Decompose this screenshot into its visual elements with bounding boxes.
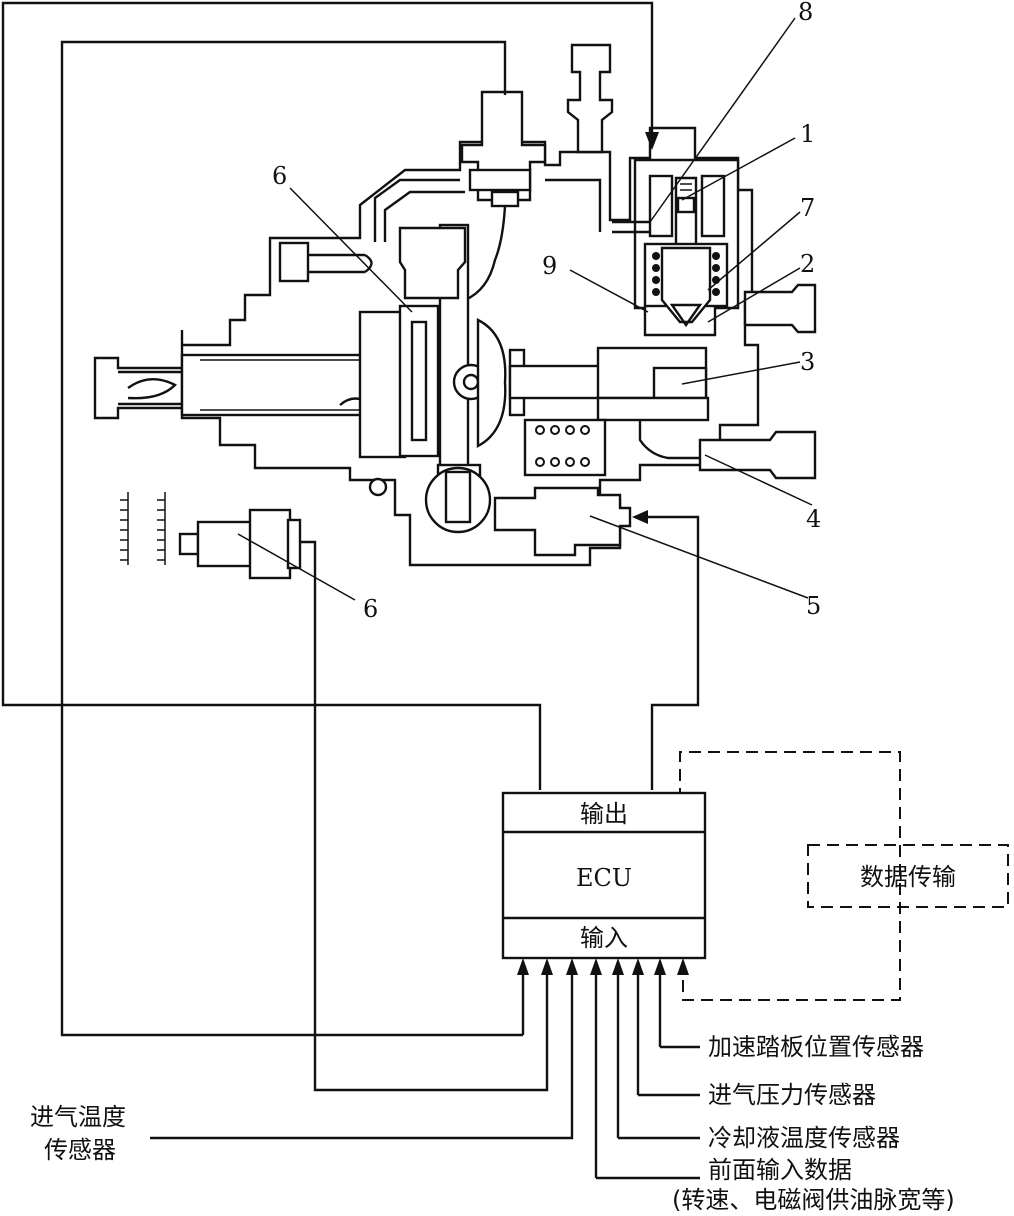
- spring-coils: [652, 252, 720, 296]
- callout-4: 4: [806, 505, 821, 533]
- ecu-box: 输出 ECU 输入: [501, 791, 707, 960]
- callout-6-bottom: 6: [363, 595, 378, 623]
- injection-pump: [93, 43, 817, 580]
- data-transfer-label: 数据传输: [860, 863, 956, 891]
- ecu-output-label: 输出: [580, 800, 628, 828]
- callout-leaders: [237, 17, 813, 601]
- intake-temp-sensor-label-1: 进气温度: [30, 1103, 126, 1131]
- pump-housing: [180, 126, 760, 567]
- coolant-temp-sensor-label: 冷却液温度传感器: [708, 1124, 900, 1152]
- callout-6-top: 6: [272, 162, 287, 190]
- callout-9: 9: [542, 252, 557, 280]
- accelerator-sensor-label: 加速踏板位置传感器: [708, 1033, 924, 1061]
- callout-8: 8: [798, 0, 813, 26]
- input-labels: 加速踏板位置传感器 进气压力传感器 冷却液温度传感器 前面输入数据 (转速、电磁…: [30, 1033, 955, 1214]
- callout-7: 7: [800, 194, 815, 222]
- callout-2: 2: [800, 250, 815, 278]
- ecu-input-label: 输入: [580, 924, 628, 952]
- intake-pressure-sensor-label: 进气压力传感器: [708, 1081, 876, 1109]
- callout-5: 5: [806, 592, 821, 620]
- previous-data-detail: (转速、电磁阀供油脉宽等): [672, 1186, 955, 1214]
- speed-sensor-teeth: [120, 492, 166, 565]
- wiring: [1, 1, 901, 1180]
- timing-solenoid: [493, 486, 632, 557]
- callout-3: 3: [800, 348, 815, 376]
- data-transfer-box: 数据传输: [807, 844, 1009, 908]
- ecu-name: ECU: [576, 864, 632, 892]
- callout-numbers: 8 1 7 2 3 9 6 6 4 5: [272, 0, 821, 623]
- drive-shaft: [93, 356, 184, 420]
- previous-data-label: 前面输入数据: [708, 1156, 852, 1184]
- intake-temp-sensor-label-2: 传感器: [44, 1136, 116, 1164]
- callout-1: 1: [800, 120, 815, 148]
